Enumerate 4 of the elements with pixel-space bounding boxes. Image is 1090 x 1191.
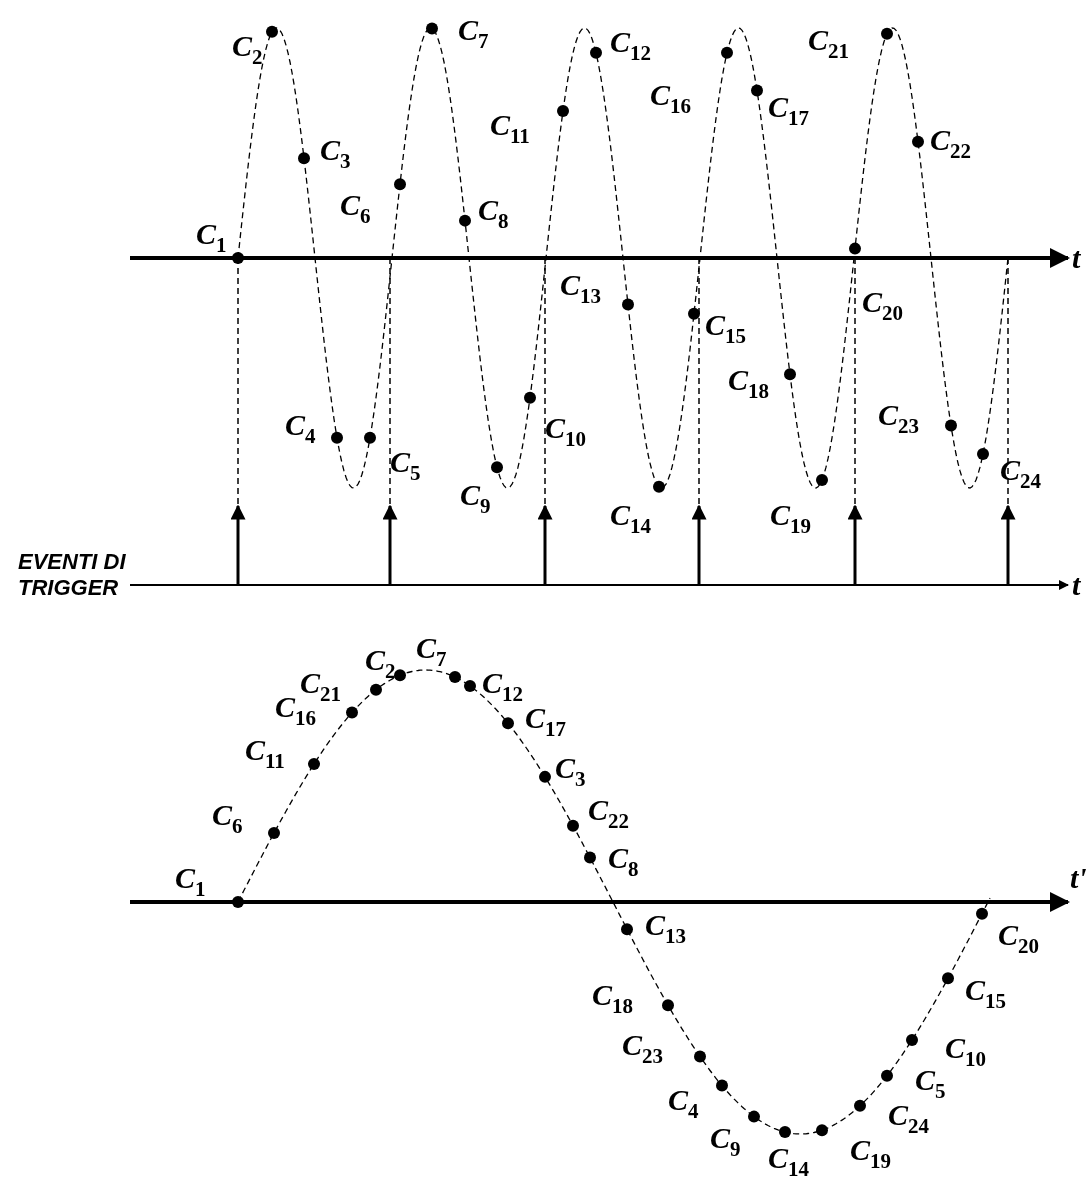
axis-label: t' xyxy=(1070,863,1087,893)
axis-label: t xyxy=(1072,570,1081,600)
axis-label: t xyxy=(1072,243,1081,273)
trigger-caption: EVENTI DI TRIGGER xyxy=(18,549,127,601)
